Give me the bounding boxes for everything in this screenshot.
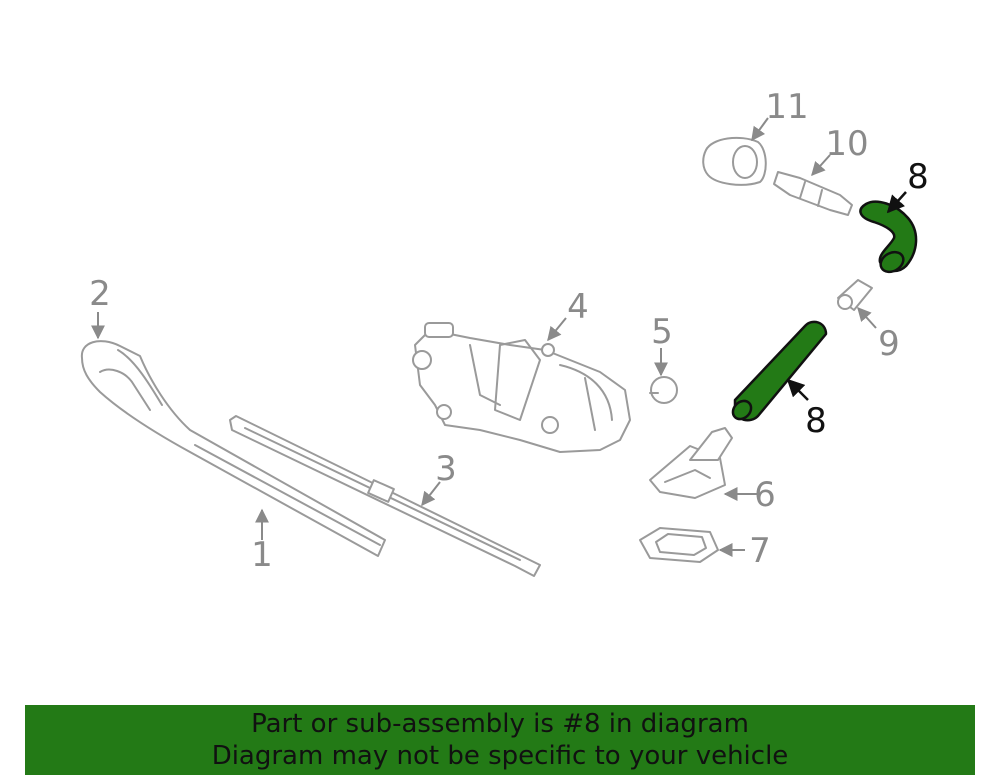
washer-hose-upper	[859, 200, 918, 274]
callout-7: 7	[749, 531, 771, 571]
hose-connector-9	[837, 279, 873, 311]
callout-2: 2	[89, 274, 111, 314]
wiper-motor	[412, 322, 631, 453]
callout-8-upper: 8	[907, 157, 929, 197]
parts-diagram: 1 2 3 4 5 6 7 8 8 9 10 11	[80, 87, 929, 577]
wiper-arm	[80, 340, 386, 557]
washer-nozzle	[649, 427, 733, 499]
callout-4: 4	[567, 287, 589, 327]
washer-hose-lower	[731, 320, 828, 422]
banner-line-1: Part or sub-assembly is #8 in diagram	[251, 709, 749, 739]
leader-lines	[91, 117, 907, 557]
cap	[649, 376, 678, 404]
callout-6: 6	[754, 475, 776, 515]
callout-11: 11	[765, 87, 808, 127]
callout-9: 9	[878, 324, 900, 364]
gasket	[639, 527, 719, 563]
callout-3: 3	[435, 449, 457, 489]
banner-line-2: Diagram may not be specific to your vehi…	[211, 741, 789, 771]
grommet	[702, 136, 767, 186]
callout-5: 5	[651, 312, 673, 352]
callout-10: 10	[825, 124, 868, 164]
hose-connector-10	[773, 171, 853, 216]
callout-1: 1	[251, 535, 273, 575]
wiper-blade	[229, 415, 541, 577]
info-banner: Part or sub-assembly is #8 in diagram Di…	[25, 705, 975, 775]
callout-8-lower: 8	[805, 401, 827, 441]
